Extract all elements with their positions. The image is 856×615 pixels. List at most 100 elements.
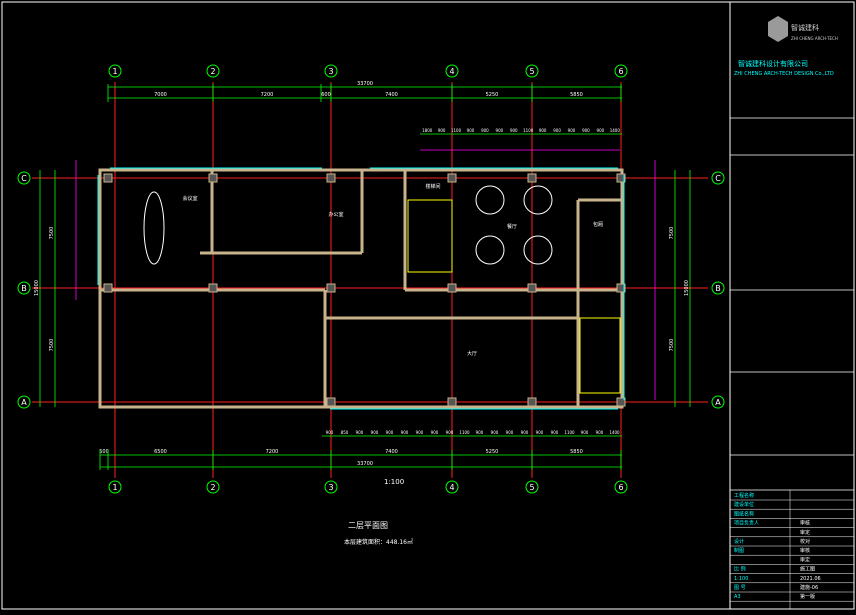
meeting-table — [143, 191, 165, 265]
tb-row-value: 审定 — [800, 556, 810, 563]
axis-bubble — [17, 395, 31, 409]
drawing-subtitle: 本层建筑面积：448.16㎡ — [344, 538, 413, 546]
column — [527, 397, 537, 407]
dim-text: 7500 — [669, 227, 675, 240]
axis-bubble — [445, 64, 459, 78]
tb-row-value: 施工图 — [800, 566, 815, 573]
dim-text: 1100 — [564, 430, 575, 435]
axis-bubble — [324, 480, 338, 494]
tb-row-label: 制图 — [734, 547, 744, 554]
axis-bubble-label: A — [21, 398, 27, 407]
axis-bubble — [614, 64, 628, 78]
stairs — [407, 199, 621, 394]
axis-bubble — [614, 480, 628, 494]
tb-row-value: 审核 — [800, 520, 810, 527]
column — [447, 173, 457, 183]
room-label-office: 办公室 — [328, 211, 343, 218]
dim-text: 900 — [553, 128, 561, 133]
company-logo-icon — [768, 16, 788, 42]
dim-text: 900 — [539, 128, 547, 133]
column — [447, 397, 457, 407]
column — [616, 397, 626, 407]
dim-text: 5250 — [486, 449, 499, 455]
dim-text: 7200 — [266, 449, 279, 455]
tb-row-label: 工程名称 — [734, 492, 754, 499]
room-label-meeting: 会议室 — [182, 195, 197, 202]
dim-text: 900 — [491, 430, 499, 435]
dim-text: 900 — [431, 430, 439, 435]
dim-text: 900 — [536, 430, 544, 435]
axis-bubble-label: C — [715, 174, 721, 183]
round-table — [523, 185, 553, 215]
column — [103, 173, 113, 183]
tb-row-label: 建设单位 — [734, 501, 754, 508]
column — [208, 173, 218, 183]
axis-bubble — [108, 480, 122, 494]
axis-bubble-label: 1 — [112, 483, 117, 492]
axis-bubble — [324, 64, 338, 78]
dim-text: 1400 — [610, 128, 621, 133]
room-labels: 会议室办公室楼梯间餐厅包厢大厅 — [182, 183, 603, 357]
axis-bubble-label: 6 — [618, 67, 623, 76]
axis-bubble-label: 2 — [210, 483, 215, 492]
dim-text: 850 — [341, 430, 349, 435]
column — [447, 283, 457, 293]
dim-text: 5850 — [570, 449, 583, 455]
logo-subtext: ZHI CHENG ARCH-TECH — [791, 36, 838, 41]
axis-bubble-label: 1 — [112, 67, 117, 76]
round-table — [523, 235, 553, 265]
axis-bubble-label: A — [715, 398, 721, 407]
stair-1 — [407, 199, 453, 273]
dim-text: 900 — [446, 430, 454, 435]
axis-bubble — [525, 480, 539, 494]
tb-row-value: 建施-06 — [800, 584, 818, 591]
title-block: 智诚建科 ZHI CHENG ARCH-TECH 智诚建科设计有限公司 ZHI … — [730, 16, 854, 609]
tb-row-label: 1:100 — [734, 576, 748, 582]
column — [326, 283, 336, 293]
dim-text: 33700 — [357, 461, 373, 467]
tb-row-label: 设计 — [734, 538, 744, 545]
column — [527, 283, 537, 293]
dim-text: 500 — [99, 449, 109, 455]
tb-row-value: 审定 — [800, 529, 810, 536]
axis-bubble — [711, 171, 725, 185]
tb-row-label: A3 — [734, 594, 741, 600]
axis-bubble-label: 3 — [328, 67, 333, 76]
tb-row-value: 校对 — [800, 538, 810, 545]
axis-bubble-label: C — [21, 174, 27, 183]
axis-bubble-label: B — [21, 284, 27, 293]
column — [208, 283, 218, 293]
title-block-rows: 工程名称建设单位图纸名称项目负责人审核审定设计校对制图审核审定比 例施工图1:1… — [730, 490, 854, 609]
dim-text: 900 — [326, 430, 334, 435]
company-name-en: ZHI CHENG ARCH-TECH DESIGN Co.,LTD — [734, 71, 834, 77]
windows — [97, 167, 625, 410]
dim-text: 15000 — [34, 280, 40, 296]
axis-bubble — [206, 480, 220, 494]
tb-row-value: 审核 — [800, 547, 810, 554]
logo-text: 智诚建科 — [791, 23, 819, 32]
column — [326, 397, 336, 407]
axis-bubble-label: 6 — [618, 483, 623, 492]
room-label-private_room: 包厢 — [593, 221, 603, 228]
axis-bubble — [445, 480, 459, 494]
axis-bubble-label: 5 — [529, 483, 534, 492]
dim-text: 900 — [506, 430, 514, 435]
dim-text: 7500 — [49, 339, 55, 352]
dim-text: 900 — [596, 430, 604, 435]
axis-bubble — [108, 64, 122, 78]
column — [616, 283, 626, 293]
drawing-title: 二层平面图 — [348, 521, 388, 530]
dim-text: 900 — [551, 430, 559, 435]
round-table — [475, 235, 505, 265]
axis-bubble-label: 4 — [449, 67, 454, 76]
stair-2 — [579, 317, 621, 394]
furniture — [143, 185, 553, 265]
axis-bubble-label: 2 — [210, 67, 215, 76]
dim-text: 900 — [356, 430, 364, 435]
